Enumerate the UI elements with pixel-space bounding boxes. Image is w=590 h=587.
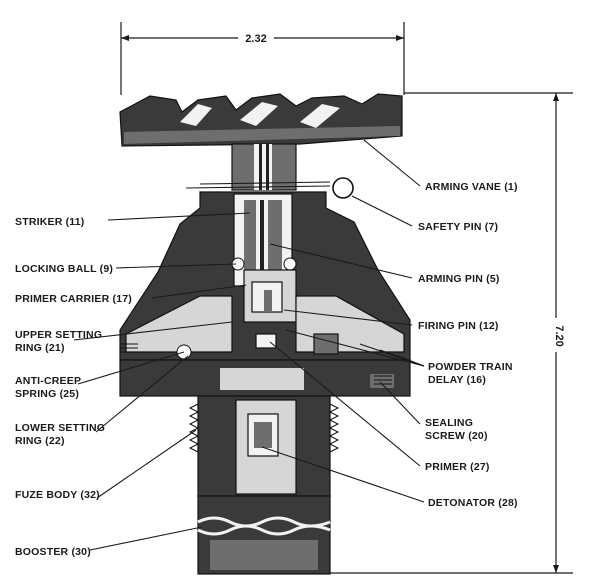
arming-stem	[231, 143, 297, 191]
label-safety-pin: SAFETY PIN (7)	[418, 221, 498, 233]
right-labels: ARMING VANE (1) SAFETY PIN (7) ARMING PI…	[418, 181, 518, 509]
booster-shape	[197, 495, 331, 575]
height-dimension-label: 7.20	[553, 325, 565, 346]
label-primer-carrier: PRIMER CARRIER (17)	[15, 293, 132, 305]
label-primer: PRIMER (27)	[425, 461, 490, 473]
fuze-illustration	[119, 93, 411, 575]
label-detonator: DETONATOR (28)	[428, 497, 518, 509]
width-dimension: 2.32	[120, 22, 405, 95]
label-sealing-screw: SEALING SCREW (20)	[425, 417, 488, 442]
safety-pin-shape	[185, 177, 354, 199]
lower-setting-band	[119, 359, 411, 397]
label-arming-vane: ARMING VANE (1)	[425, 181, 518, 193]
width-dimension-label: 2.32	[245, 33, 266, 45]
label-anti-creep-spring: ANTI-CREEP SPRING (25)	[15, 375, 84, 400]
leader-lines	[73, 139, 425, 551]
label-powder-train-delay: POWDER TRAIN DELAY (16)	[428, 361, 516, 386]
label-arming-pin: ARMING PIN (5)	[418, 273, 500, 285]
label-upper-setting-ring: UPPER SETTING RING (21)	[15, 329, 105, 354]
left-labels: STRIKER (11) LOCKING BALL (9) PRIMER CAR…	[15, 216, 132, 558]
label-fuze-body: FUZE BODY (32)	[15, 489, 100, 501]
label-locking-ball: LOCKING BALL (9)	[15, 263, 113, 275]
fuze-body-shape	[188, 395, 340, 497]
label-lower-setting-ring: LOWER SETTING RING (22)	[15, 422, 108, 447]
label-firing-pin: FIRING PIN (12)	[418, 320, 499, 332]
label-booster: BOOSTER (30)	[15, 546, 91, 558]
label-striker: STRIKER (11)	[15, 216, 85, 228]
height-dimension: 7.20	[330, 92, 573, 574]
arming-vane-shape	[119, 93, 403, 147]
upper-body	[119, 191, 411, 361]
